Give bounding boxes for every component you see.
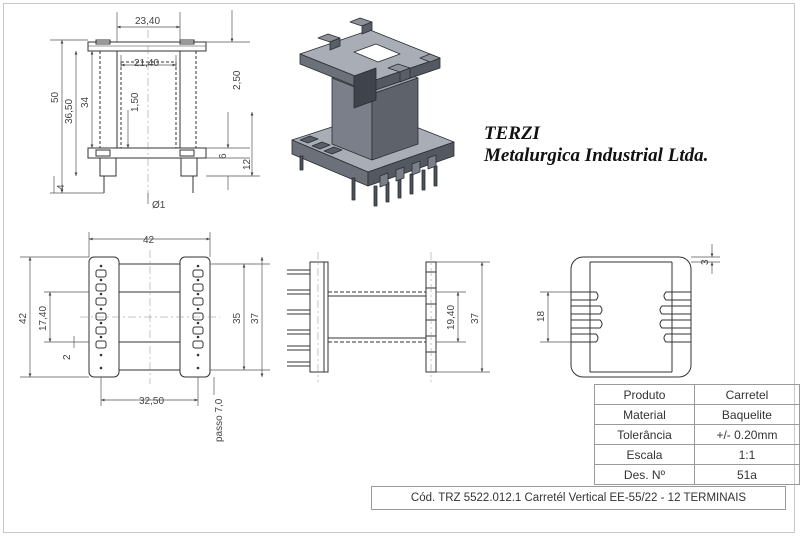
title-block-label: Escala bbox=[594, 444, 695, 465]
bottom-view-labels: 42 42 17,40 2 35 37 32,50 passo 7,0 bbox=[18, 235, 261, 442]
title-block-label: Material bbox=[594, 404, 695, 425]
title-block-value: Baquelite bbox=[693, 404, 800, 425]
company-name: TERZI bbox=[484, 123, 540, 144]
title-block-value: 1:1 bbox=[693, 444, 800, 465]
dim-flange-offset: 2,50 bbox=[232, 70, 243, 90]
dim-pin-length: 4 bbox=[56, 184, 67, 190]
bottom-view-dimensions bbox=[20, 232, 270, 406]
dim-outer-height: 37 bbox=[250, 312, 261, 324]
end-view bbox=[570, 256, 692, 378]
dim-pin-diameter: Ø1 bbox=[152, 200, 166, 211]
front-view bbox=[287, 252, 437, 382]
dim-slot-span: 17,40 bbox=[38, 306, 49, 331]
title-block-label: Des. Nº bbox=[594, 464, 695, 485]
dim-bottom-height: 42 bbox=[18, 312, 29, 324]
title-block-label: Produto bbox=[594, 384, 695, 405]
side-view bbox=[87, 30, 207, 200]
title-block-value: +/- 0.20mm bbox=[693, 424, 800, 445]
dim-height-total: 50 bbox=[50, 91, 61, 103]
dim-bottom-width: 42 bbox=[143, 235, 155, 246]
drawing-frame bbox=[3, 3, 795, 533]
dim-inner-height: 35 bbox=[232, 312, 243, 324]
end-view-labels: 3 18 bbox=[536, 259, 711, 322]
side-view-dimensions bbox=[50, 10, 260, 204]
end-view-dimensions bbox=[540, 244, 720, 343]
dim-height-body: 36,50 bbox=[64, 99, 75, 124]
dim-end-gap: 3 bbox=[700, 259, 711, 265]
bottom-view bbox=[80, 250, 220, 384]
dim-window: 19,40 bbox=[446, 305, 457, 330]
dim-base-height: 12 bbox=[242, 158, 253, 170]
drawing-code: Cód. TRZ 5522.012.1 Carretél Vertical EE… bbox=[371, 486, 786, 510]
company-heading: TERZI Metalurgica Industrial Ltda. bbox=[484, 123, 708, 167]
title-block-value: Carretel bbox=[693, 384, 800, 405]
title-block-value: 51a bbox=[693, 464, 800, 485]
dim-pin-pitch: passo 7,0 bbox=[214, 398, 225, 442]
title-block-row: Tolerância+/- 0.20mm bbox=[594, 424, 800, 445]
dim-end-slot: 18 bbox=[536, 310, 547, 322]
dim-wall: 1,50 bbox=[130, 92, 141, 112]
dim-flange-thk: 6 bbox=[218, 153, 229, 159]
front-view-dimensions bbox=[436, 261, 490, 373]
side-view-labels: 23,40 21,40 50 36,50 34 1,50 2,50 6 12 4… bbox=[50, 16, 253, 211]
dim-slot-pitch: 2 bbox=[62, 354, 73, 360]
isometric-bobbin-view bbox=[291, 17, 455, 207]
title-block-label: Tolerância bbox=[594, 424, 695, 445]
company-subtitle: Metalurgica Industrial Ltda. bbox=[484, 145, 709, 166]
dim-front-height: 37 bbox=[470, 312, 481, 324]
dim-inner-width: 21,40 bbox=[134, 58, 159, 69]
front-view-labels: 19,40 37 bbox=[446, 305, 481, 330]
dim-top-width: 23,40 bbox=[135, 16, 160, 27]
dim-height-inner: 34 bbox=[80, 96, 91, 108]
dim-pin-span: 32,50 bbox=[139, 396, 164, 407]
